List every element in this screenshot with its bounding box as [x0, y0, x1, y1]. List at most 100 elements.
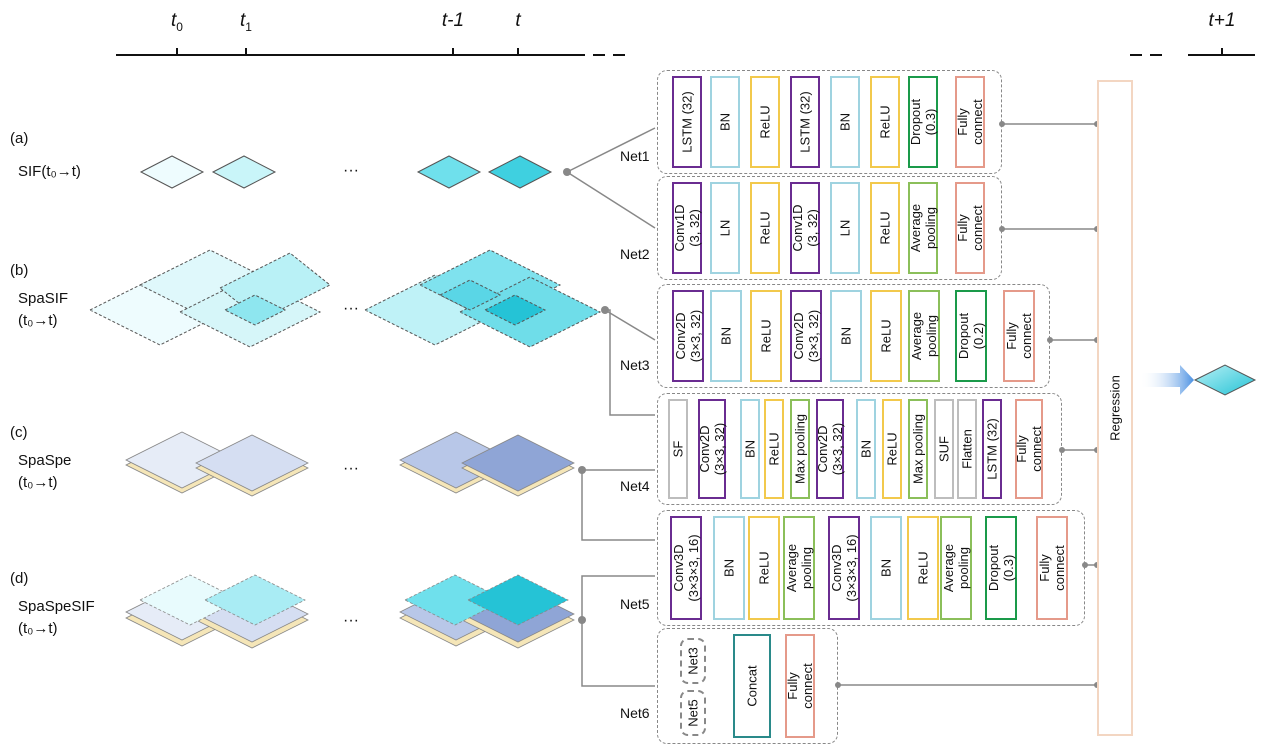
- output-arrow: [1140, 365, 1194, 395]
- net5-block-7-label: ReLU: [915, 551, 931, 585]
- net6-block-4-label: Fully connect: [785, 663, 815, 709]
- net2-block-6-label: ReLU: [877, 211, 893, 245]
- row-b-range: (t₀→t): [18, 312, 58, 329]
- regression-label: Regression: [1107, 375, 1123, 441]
- net2-label: Net2: [620, 246, 650, 262]
- net3-block-6: ReLU: [870, 290, 902, 382]
- row-c-tag: (c): [10, 424, 28, 441]
- net4-block-11-label: Flatten: [959, 429, 975, 469]
- time-label-t: t: [515, 10, 521, 31]
- net1-block-6-label: ReLU: [877, 105, 893, 139]
- row-d-tag: (d): [10, 570, 29, 587]
- net2-block-7-label: Average pooling: [908, 203, 938, 253]
- net3-block-5: BN: [830, 290, 862, 382]
- net5-block-10-label: Fully connect: [1037, 545, 1067, 591]
- net5-block-1: Conv3D (3×3×3, 16): [670, 516, 702, 620]
- net2-block-3: ReLU: [750, 182, 780, 274]
- net5-block-9-label: Dropout (0.3): [986, 544, 1016, 592]
- net5-block-2-label: BN: [721, 558, 737, 578]
- net4-block-3: BN: [740, 399, 760, 499]
- net1-block-7-label: Dropout (0.3): [908, 98, 938, 146]
- net4-block-7-label: BN: [858, 439, 874, 459]
- net2-block-5-label: LN: [837, 219, 853, 237]
- net5-block-9: Dropout (0.3): [985, 516, 1017, 620]
- net4-block-13: Fully connect: [1014, 399, 1044, 499]
- sif-diamonds: [139, 155, 553, 189]
- net4-block-3-label: BN: [742, 439, 758, 459]
- net6-block-2-label: Net5: [685, 699, 701, 727]
- row-a-tag: (a): [10, 130, 29, 147]
- net6-group: [657, 628, 838, 744]
- row-d-range: (t₀→t): [18, 620, 58, 637]
- net4-block-12-label: LSTM (32): [984, 418, 1000, 480]
- net4-block-9: Max pooling: [908, 399, 928, 499]
- net5-block-7: ReLU: [907, 516, 939, 620]
- net5-block-8-label: Average pooling: [941, 543, 971, 593]
- net3-block-1: Conv2D (3×3, 32): [672, 290, 704, 382]
- net4-block-2-label: Conv2D (3×3, 32): [697, 422, 727, 476]
- net1-block-8-label: Fully connect: [955, 99, 985, 145]
- net6-block-4: Fully connect: [785, 634, 815, 738]
- row-c-label: SpaSpe: [18, 452, 72, 469]
- net5-block-8: Average pooling: [940, 516, 972, 620]
- net1-block-1: LSTM (32): [672, 76, 702, 168]
- time-label-t0: t0: [171, 10, 183, 34]
- row-d-label: SpaSpeSIF: [18, 598, 95, 615]
- net4-block-1: SF: [668, 399, 688, 499]
- net3-block-3: ReLU: [750, 290, 782, 382]
- net5-block-6-label: BN: [878, 558, 894, 578]
- net2-block-2: LN: [710, 182, 740, 274]
- net5-block-5-label: Conv3D (3×3×3, 16): [829, 534, 859, 602]
- time-label-t1: t1: [240, 10, 252, 34]
- net4-block-12: LSTM (32): [982, 399, 1002, 499]
- net5-label: Net5: [620, 596, 650, 612]
- net4-group: [657, 393, 1062, 505]
- spaspe-cubes: [125, 431, 575, 497]
- net4-block-10-label: SUF: [936, 436, 952, 462]
- net3-block-4: Conv2D (3×3, 32): [790, 290, 822, 382]
- spasif-grids: [88, 249, 602, 348]
- net2-block-3-label: ReLU: [757, 211, 773, 245]
- net5-block-1-label: Conv3D (3×3×3, 16): [671, 534, 701, 602]
- net2-block-6: ReLU: [870, 182, 900, 274]
- net5-block-4: Average pooling: [783, 516, 815, 620]
- net5-block-5: Conv3D (3×3×3, 16): [828, 516, 860, 620]
- net1-block-2: BN: [710, 76, 740, 168]
- time-label-t-plus-1: t+1: [1208, 10, 1236, 31]
- net1-block-7: Dropout (0.3): [908, 76, 938, 168]
- net3-group: [657, 284, 1050, 388]
- net3-block-2: BN: [710, 290, 742, 382]
- net3-block-8: Dropout (0.2): [955, 290, 987, 382]
- net2-group: [657, 176, 1002, 280]
- net1-block-4-label: LSTM (32): [797, 91, 813, 153]
- net4-block-2: Conv2D (3×3, 32): [697, 399, 727, 499]
- net4-block-5-label: Max pooling: [792, 413, 808, 485]
- net3-block-6-label: ReLU: [878, 319, 894, 353]
- net4-block-13-label: Fully connect: [1014, 426, 1044, 472]
- net4-block-8: ReLU: [882, 399, 902, 499]
- net3-block-1-label: Conv2D (3×3, 32): [673, 309, 703, 363]
- output-diamond: [1193, 364, 1257, 396]
- ellipsis-b: ···: [343, 300, 359, 317]
- net4-label: Net4: [620, 478, 650, 494]
- net1-block-2-label: BN: [717, 112, 733, 132]
- net4-block-5: Max pooling: [790, 399, 810, 499]
- net4-block-8-label: ReLU: [884, 432, 900, 466]
- net3-block-9-label: Fully connect: [1004, 313, 1034, 359]
- net4-block-9-label: Max pooling: [910, 413, 926, 485]
- net5-block-6: BN: [870, 516, 902, 620]
- net1-block-6: ReLU: [870, 76, 900, 168]
- ellipsis-d: ···: [343, 612, 359, 629]
- net6-block-3-label: Concat: [744, 665, 760, 707]
- net6-block-2: Net5: [680, 690, 706, 736]
- timeline: [116, 48, 1255, 56]
- net3-block-9: Fully connect: [1003, 290, 1035, 382]
- connectors: [566, 123, 1097, 687]
- ellipsis-a: ···: [343, 162, 359, 179]
- net2-block-1: Conv1D (3, 32): [672, 182, 702, 274]
- net2-block-2-label: LN: [717, 219, 733, 237]
- net5-block-3: ReLU: [748, 516, 780, 620]
- net4-block-6: Conv2D (3×3, 32): [815, 399, 845, 499]
- net2-block-4: Conv1D (3, 32): [790, 182, 820, 274]
